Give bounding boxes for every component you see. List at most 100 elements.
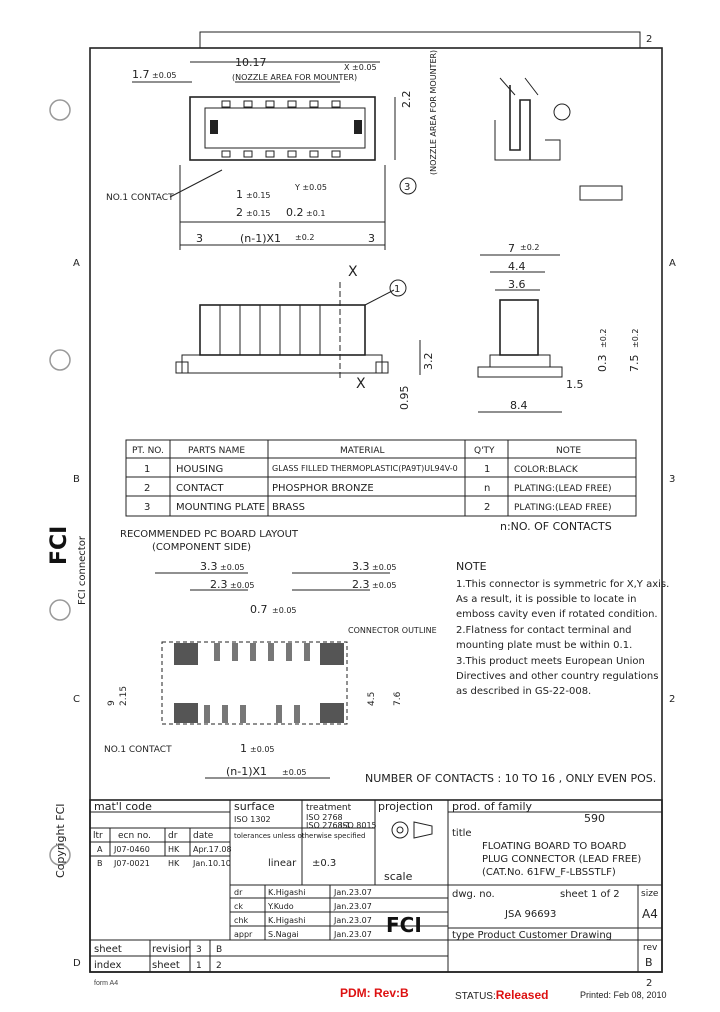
rev-b-ecn: J07-0021 — [113, 859, 150, 868]
svg-text:FCI: FCI — [386, 913, 422, 937]
bom-cell-1-3: GLASS FILLED THERMOPLASTIC(PA9T)UL94V-0 — [272, 464, 458, 473]
dim-7: 7 — [508, 242, 515, 255]
rev-header-ltr: ltr — [93, 831, 103, 841]
tb-rev: B — [645, 956, 653, 969]
bom-header-parts: PARTS NAME — [188, 446, 245, 456]
callout-3: 3 — [404, 182, 410, 193]
tb-iso1302: ISO 1302 — [234, 815, 271, 824]
side-view: 7 ±0.2 4.4 3.6 0.3 ±0.2 7.5 ±0.2 1.5 8.4 — [477, 242, 641, 413]
zone-c-left: C — [73, 694, 80, 705]
pcb-dim-2-3-right: 2.3 — [352, 578, 370, 591]
zone-2-right: 2 — [669, 694, 675, 705]
svg-text:FCI: FCI — [47, 526, 72, 565]
bom-cell-3-4: 2 — [484, 502, 490, 513]
zone-a-right: A — [669, 258, 676, 269]
index-col2: sheet — [152, 960, 180, 971]
bom-header-qty: Q'TY — [474, 446, 495, 456]
pcb-title: RECOMMENDED PC BOARD LAYOUT — [120, 529, 299, 540]
signoff-1-name: K.Higashi — [268, 888, 305, 897]
zone-a-left: A — [73, 258, 80, 269]
dim-1-7: 1.7 — [132, 68, 150, 81]
bom-cell-2-5: PLATING:(LEAD FREE) — [514, 484, 611, 494]
tb-type-line: type Product Customer Drawing — [452, 930, 612, 941]
rev-a-dr: HK — [168, 845, 180, 854]
pcb-tol-6: ±0.05 — [250, 745, 275, 754]
signoff-3-role: chk — [234, 916, 248, 925]
bom-cell-2-4: n — [484, 483, 490, 494]
tb-matl-code: mat'l code — [94, 800, 152, 813]
title-block: mat'l code surface treatment ISO 1302 IS… — [89, 799, 663, 973]
section-mark-x-top: X — [348, 264, 358, 280]
tb-projection: projection — [378, 800, 433, 813]
nozzle-area-label: (NOZZLE AREA FOR MOUNTER) — [232, 73, 357, 82]
margin-copyright: Copyright FCI — [54, 804, 67, 879]
x-tol: X ±0.05 — [344, 63, 377, 72]
pcb-dim-0-7: 0.7 — [250, 603, 268, 616]
bom-cell-1-2: HOUSING — [176, 464, 223, 475]
dim-3-left: 3 — [196, 232, 203, 245]
tb-treatment: treatment — [306, 803, 352, 813]
rev-b-dr: HK — [168, 859, 180, 868]
dim-0-95: 0.95 — [398, 386, 411, 411]
bom-cell-2-2: CONTACT — [176, 483, 224, 494]
zone-3-right: 3 — [669, 474, 675, 485]
tb-title-line-1: FLOATING BOARD TO BOARD — [482, 841, 627, 852]
rev-header-date: date — [193, 831, 214, 841]
tb-size-label: size — [641, 889, 659, 899]
pcb-dim-4-5: 4.5 — [367, 692, 377, 706]
tb-linear-label: linear — [268, 858, 297, 869]
dim-4-4: 4.4 — [508, 260, 526, 273]
pcb-tol-1: ±0.05 — [220, 563, 245, 572]
pcb-tol-7: ±0.05 — [282, 768, 307, 777]
fci-logo-titleblock: FCI — [386, 913, 422, 937]
rev-a-ecn: J07-0460 — [113, 845, 150, 854]
note-heading: NOTE — [456, 560, 487, 573]
pcb-dim-9: 9 — [107, 700, 117, 706]
dim-2: 2 — [236, 206, 243, 219]
bom-cell-3-1: 3 — [144, 502, 150, 513]
front-view: X X 1 3.2 0.95 — [175, 264, 435, 411]
sheet-rev-col1: sheet — [94, 944, 122, 955]
note-line-3: emboss cavity even if rotated condition. — [456, 609, 658, 620]
pcb-dim-2-15: 2.15 — [119, 686, 129, 706]
pcb-dim-2-3-left: 2.3 — [210, 578, 228, 591]
dim-0-3-tol: ±0.2 — [599, 329, 608, 348]
rev-a-date: Apr.17.08 — [193, 845, 232, 854]
section-view — [494, 77, 623, 201]
tb-title-line-2: PLUG CONNECTOR (LEAD FREE) — [482, 854, 641, 865]
dim-n1-tol: ±0.2 — [295, 233, 314, 242]
sheet-rev-col4: B — [216, 945, 222, 955]
margin-fci-connector: FCI connector — [77, 535, 88, 605]
tb-iso2768: ISO 2768 — [306, 813, 343, 822]
pcb-dim-7-6: 7.6 — [393, 691, 403, 706]
dim-7-tol: ±0.2 — [520, 243, 539, 252]
bom-cell-3-5: PLATING:(LEAD FREE) — [514, 503, 611, 513]
note-line-2: As a result, it is possible to locate in — [456, 594, 636, 605]
note-line-1: 1.This connector is symmetric for X,Y ax… — [456, 579, 669, 590]
pcb-dim-n1: (n-1)X1 — [226, 765, 267, 778]
bom-header-ptno: PT. NO. — [132, 446, 164, 456]
bom-cell-1-5: COLOR:BLACK — [514, 465, 579, 475]
dim-0-3: 0.3 — [596, 355, 609, 373]
top-view: 10.17 (NOZZLE AREA FOR MOUNTER) X ±0.05 … — [106, 50, 438, 250]
bom-cell-1-1: 1 — [144, 464, 150, 475]
rev-header-dr: dr — [168, 831, 178, 841]
signoff-4-role: appr — [234, 930, 253, 939]
signoff-2-role: ck — [234, 902, 243, 911]
dim-8-4: 8.4 — [510, 399, 528, 412]
pcb-tol-2: ±0.05 — [230, 581, 255, 590]
printed-date: Printed: Feb 08, 2010 — [580, 990, 667, 1000]
index-col4: 2 — [216, 961, 222, 971]
sheet-rev-col3: 3 — [196, 945, 202, 955]
rev-a-ltr: A — [97, 845, 103, 854]
signoff-3-name: K.Higashi — [268, 916, 305, 925]
pcb-dim-3-3-left: 3.3 — [200, 560, 218, 573]
bom-cell-3-3: BRASS — [272, 502, 305, 513]
no1-contact-label: NO.1 CONTACT — [106, 193, 174, 203]
note-line-6: 3.This product meets European Union — [456, 656, 645, 667]
note-line-8: as described in GS-22-008. — [456, 686, 591, 697]
tb-size: A4 — [642, 907, 658, 921]
section-mark-x-bottom: X — [356, 376, 366, 392]
pcb-dim-1: 1 — [240, 742, 247, 755]
